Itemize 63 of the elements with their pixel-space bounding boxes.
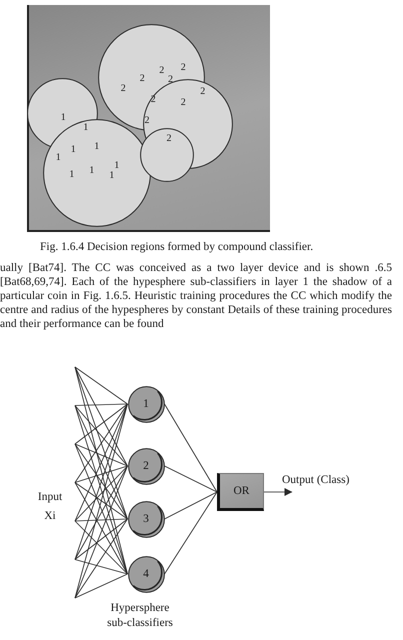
connection-line [74,366,128,404]
connection-line [74,366,128,466]
connection-line [74,559,128,574]
class-label: 1 [114,160,120,171]
region-circle [140,128,194,182]
connection-line [74,574,128,598]
classifier-circle [128,556,164,592]
connection-line [74,444,128,466]
connection-line [74,466,128,598]
connection-line [74,518,128,598]
classifier-circle [128,386,164,422]
gate-label: OR [234,484,250,498]
connection-line [74,466,128,560]
class-label: 2 [150,94,156,106]
figure-caption: Fig. 1.6.4 Decision regions formed by compound classifier. [40,241,314,254]
connection-line [74,466,128,483]
class-label: 1 [89,165,94,176]
class-label: 2 [140,74,145,85]
node-number: 2 [143,460,149,472]
layer-label: Hypersphere sub-classifiers [106,601,174,631]
connection-line [74,482,128,574]
class-label: 1 [56,153,61,164]
class-label: 2 [166,134,172,145]
connection-line [74,366,128,520]
edge-label: Output (Class) [282,474,350,487]
node-number: 4 [143,568,149,580]
connection-line [74,518,128,522]
connection-line [74,482,128,520]
class-label: 2 [159,66,164,76]
body-text: ually [Bat74]. The CC was conceived as a two layer device and is shown .6.5 [Bat68,69,74]. Each of the hypesphere sub-classifiers in layer 1 the shadow of a particular coin in Fig. 1.6.5. Heuristic training procedures the CC which modify the centre and radius of the hypespheres by constant Details of these training procedures and their performance can be found [0,262,392,332]
class-label: 1 [109,170,114,182]
class-label: 1 [70,144,76,156]
node-number: 1 [143,398,149,410]
class-label: 2 [180,63,186,74]
arrow [264,488,292,496]
class-label: 1 [83,123,88,134]
connection-line [74,405,128,466]
class-label: 2 [120,84,126,95]
connection-line [74,466,128,522]
class-label: 1 [60,113,66,124]
connection-line [74,404,128,444]
connection-line [74,366,128,574]
node-number: 3 [143,512,149,526]
connection-line [74,444,128,520]
connection-line [164,492,218,574]
connection-line [74,520,128,574]
classifier-circle [128,500,164,538]
connection-line [74,444,128,574]
class-label: 2 [180,98,186,109]
connection-line [164,492,218,520]
connection-line [74,404,128,406]
or-gate-box [217,473,264,511]
class-label: 2 [200,87,206,98]
connection-line [164,466,218,492]
connection-line [74,518,128,560]
connection-line [164,404,218,492]
classifier-circle [128,448,164,484]
class-label: 1 [69,170,74,180]
input-label: Input Xi [36,490,64,524]
class-label: 2 [144,116,150,126]
class-label: 2 [168,74,173,86]
connection-line [74,404,128,483]
class-label: 1 [94,141,100,152]
